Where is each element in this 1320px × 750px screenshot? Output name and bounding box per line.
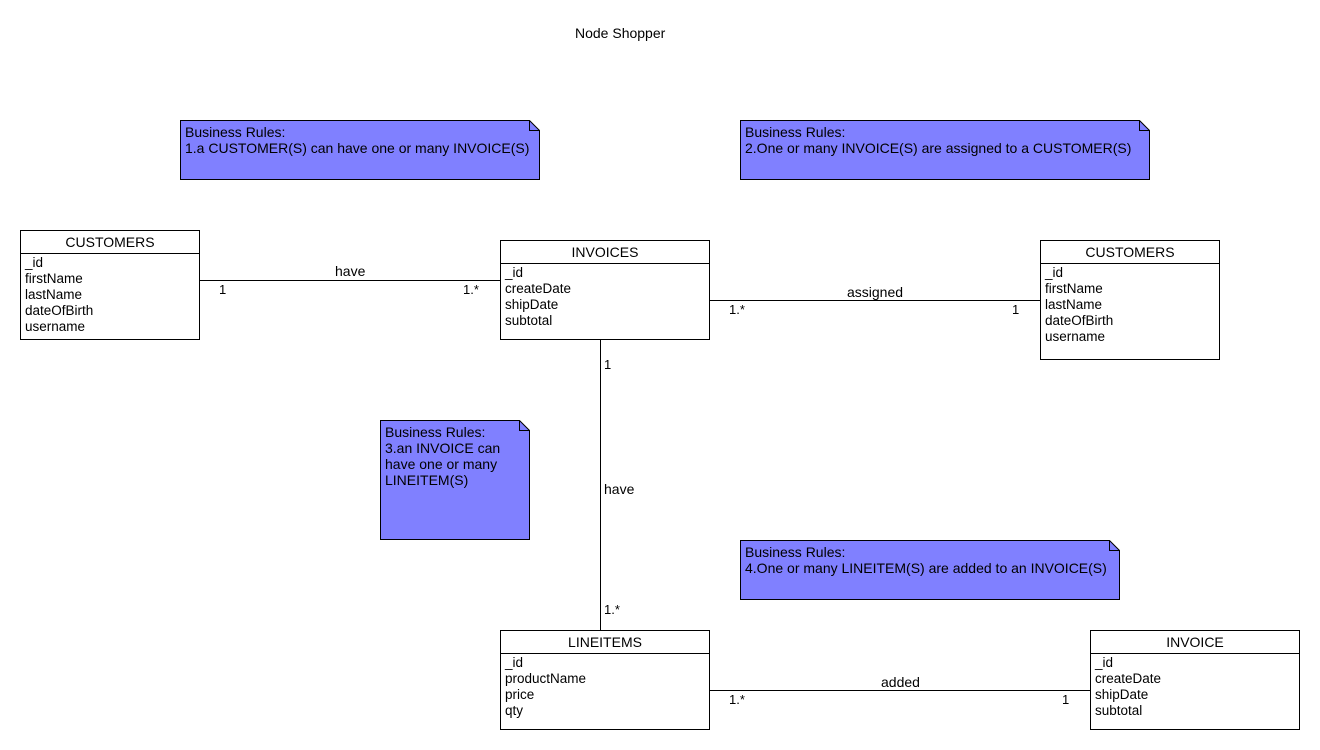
attribute: dateOfBirth	[25, 303, 94, 318]
business-rule-note-2: Business Rules: 2.One or many INVOICE(S)…	[740, 120, 1150, 180]
attribute: createDate	[1095, 671, 1162, 686]
entity-invoice[interactable]: INVOICE _id createDate shipDate subtotal	[1090, 630, 1300, 730]
note-shape	[740, 120, 1150, 180]
multiplicity-label: 1	[1012, 302, 1020, 317]
attribute: _id	[1095, 655, 1114, 670]
attribute: _id	[505, 655, 524, 670]
note-shape	[740, 540, 1120, 600]
attribute: firstName	[25, 271, 83, 286]
attribute: shipDate	[505, 297, 559, 312]
multiplicity-label: 1.*	[729, 302, 745, 317]
note-line: 4.One or many LINEITEM(S) are added to a…	[745, 560, 1107, 576]
note-shape	[380, 420, 530, 540]
entity-name: CUSTOMERS	[21, 231, 199, 254]
note-line: LINEITEM(S)	[385, 472, 469, 488]
business-rule-note-1: Business Rules: 1.a CUSTOMER(S) can have…	[180, 120, 540, 180]
attribute: _id	[1045, 265, 1064, 280]
attribute-list: _id firstName lastName dateOfBirth usern…	[1041, 264, 1219, 346]
attribute: firstName	[1045, 281, 1103, 296]
relationship-label-have: have	[604, 481, 635, 497]
entity-customers-right[interactable]: CUSTOMERS _id firstName lastName dateOfB…	[1040, 240, 1220, 360]
note-line: 3.an INVOICE can	[385, 440, 501, 456]
multiplicity-label: 1.*	[463, 282, 479, 297]
multiplicity-label: 1	[604, 357, 612, 372]
note-line: have one or many	[385, 456, 498, 472]
relationship-label-added: added	[881, 674, 920, 690]
attribute-list: _id firstName lastName dateOfBirth usern…	[21, 254, 199, 336]
entity-name: CUSTOMERS	[1041, 241, 1219, 264]
attribute: productName	[505, 671, 587, 686]
note-line: Business Rules:	[745, 544, 846, 560]
note-line: 2.One or many INVOICE(S) are assigned to…	[745, 140, 1132, 156]
entity-lineitems[interactable]: LINEITEMS _id productName price qty	[500, 630, 710, 730]
note-line: 1.a CUSTOMER(S) can have one or many INV…	[185, 140, 530, 156]
attribute-list: _id productName price qty	[501, 654, 709, 720]
entity-name: LINEITEMS	[501, 631, 709, 654]
note-shape	[180, 120, 540, 180]
business-rule-note-3: Business Rules: 3.an INVOICE can have on…	[380, 420, 530, 540]
note-line: Business Rules:	[385, 424, 486, 440]
attribute: price	[505, 687, 535, 702]
diagram-title: Node Shopper	[575, 25, 666, 41]
attribute: lastName	[1045, 297, 1103, 312]
attribute-list: _id createDate shipDate subtotal	[1091, 654, 1299, 720]
attribute: createDate	[505, 281, 572, 296]
multiplicity-label: 1.*	[604, 602, 620, 617]
attribute: username	[1045, 329, 1106, 344]
entity-customers-left[interactable]: CUSTOMERS _id firstName lastName dateOfB…	[20, 230, 200, 340]
attribute: _id	[505, 265, 524, 280]
attribute: shipDate	[1095, 687, 1149, 702]
attribute: qty	[505, 703, 524, 718]
attribute: username	[25, 319, 86, 334]
multiplicity-label: 1	[219, 282, 227, 297]
attribute: subtotal	[1095, 703, 1143, 718]
attribute: subtotal	[505, 313, 553, 328]
multiplicity-label: 1	[1062, 692, 1070, 707]
entity-name: INVOICE	[1091, 631, 1299, 654]
entity-invoices[interactable]: INVOICES _id createDate shipDate subtota…	[500, 240, 710, 340]
attribute-list: _id createDate shipDate subtotal	[501, 264, 709, 330]
attribute: _id	[25, 255, 44, 270]
business-rule-note-4: Business Rules: 4.One or many LINEITEM(S…	[740, 540, 1120, 600]
multiplicity-label: 1.*	[729, 692, 745, 707]
relationship-label-assigned: assigned	[847, 284, 904, 300]
relationship-label-have: have	[335, 263, 366, 279]
attribute: dateOfBirth	[1045, 313, 1114, 328]
entity-name: INVOICES	[501, 241, 709, 264]
note-line: Business Rules:	[745, 124, 846, 140]
attribute: lastName	[25, 287, 83, 302]
note-line: Business Rules:	[185, 124, 286, 140]
